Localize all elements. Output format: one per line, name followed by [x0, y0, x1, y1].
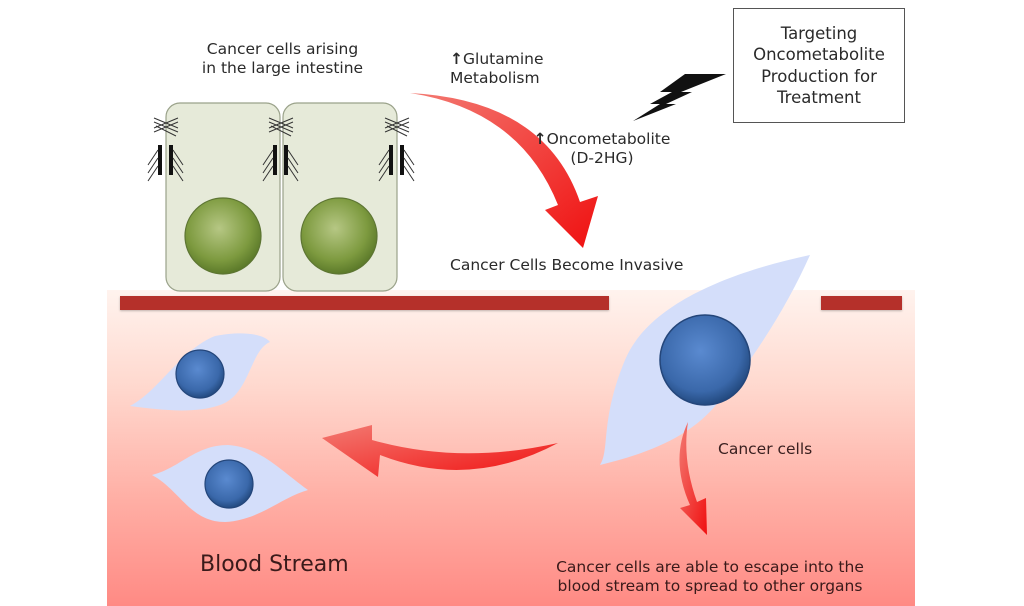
epithelial-cell-right	[282, 102, 398, 292]
label-glutamine: Glutamine Metabolism	[450, 50, 544, 88]
epithelial-cell-left	[165, 102, 281, 292]
cell-junction-icon	[147, 117, 415, 182]
nucleus-blue-small-1	[175, 349, 225, 399]
label-invasive: Cancer Cells Become Invasive	[450, 256, 684, 274]
nucleus-green-right	[300, 197, 378, 275]
intestinal-membrane-left	[120, 296, 609, 310]
curved-arrow-invasion	[410, 93, 598, 248]
label-cancer-cells: Cancer cells	[718, 440, 813, 458]
up-arrow-icon: ↑	[533, 130, 547, 148]
label-glutamine-group: ↑Glutamine Metabolism	[450, 50, 570, 89]
label-blood-stream: Blood Stream	[200, 552, 349, 577]
label-escape: Cancer cells are able to escape into the…	[556, 558, 864, 596]
up-arrow-icon: ↑	[450, 50, 463, 68]
cancer-cell-blood-1	[130, 333, 270, 411]
label-treatment: Targeting Oncometabolite Production for …	[753, 23, 885, 107]
intestinal-membrane-right	[821, 296, 902, 310]
nucleus-green-left	[184, 197, 262, 275]
label-cancer-origin: Cancer cells arising in the large intest…	[201, 40, 364, 78]
cancer-cell-blood-2	[152, 445, 308, 522]
invasive-cancer-cell	[600, 255, 810, 465]
label-oncometabolite-group: ↑Oncometabolite (D-2HG)	[527, 130, 677, 169]
curved-arrow-escape	[679, 422, 707, 535]
treatment-target-box: Targeting Oncometabolite Production for …	[733, 8, 905, 123]
curved-arrow-migration	[322, 425, 558, 477]
nucleus-blue-small-2	[204, 459, 254, 509]
nucleus-blue-large	[659, 314, 751, 406]
label-oncometabolite: Oncometabolite (D-2HG)	[546, 130, 671, 168]
lightning-bolt-icon	[633, 74, 726, 121]
